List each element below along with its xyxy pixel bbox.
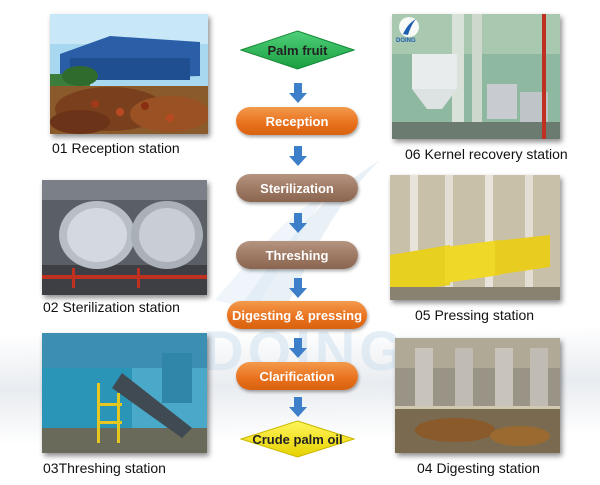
flow-arrow-3 — [289, 213, 307, 233]
flow-step-digesting-pressing: Digesting & pressing — [227, 301, 367, 329]
caption-reception-station: 01 Reception station — [52, 140, 180, 156]
flow-arrow-4 — [289, 278, 307, 298]
photo-kernel-recovery-station — [392, 14, 560, 139]
flow-step-reception: Reception — [236, 107, 358, 135]
flow-arrow-6 — [289, 397, 307, 417]
caption-digesting-station: 04 Digesting station — [417, 460, 540, 476]
photo-threshing-station — [42, 333, 207, 453]
photo-pressing-station — [390, 175, 560, 300]
flow-step-threshing: Threshing — [236, 241, 358, 269]
flow-arrow-5 — [289, 338, 307, 358]
caption-pressing-station: 05 Pressing station — [415, 307, 535, 323]
photo-reception-station — [50, 14, 208, 134]
photo-digesting-station — [395, 338, 560, 453]
flow-step-clarification: Clarification — [236, 362, 358, 390]
flow-start-palm-fruit: Palm fruit — [240, 30, 355, 70]
logo-text: DOING — [396, 38, 416, 44]
flow-end-crude-palm-oil: Crude palm oil — [240, 420, 355, 458]
flow-arrow-1 — [289, 83, 307, 103]
photo-sterilization-station — [42, 180, 207, 295]
flow-step-sterilization: Sterilization — [236, 174, 358, 202]
caption-threshing-station: 03Threshing station — [43, 460, 166, 476]
caption-sterilization-station: 02 Sterilization station — [43, 299, 180, 315]
flow-start-label: Palm fruit — [267, 42, 328, 58]
flow-end-label: Crude palm oil — [252, 431, 343, 447]
caption-kernel-recovery-station: 06 Kernel recovery station — [405, 146, 568, 162]
flow-arrow-2 — [289, 146, 307, 166]
doing-logo-icon — [399, 17, 419, 37]
